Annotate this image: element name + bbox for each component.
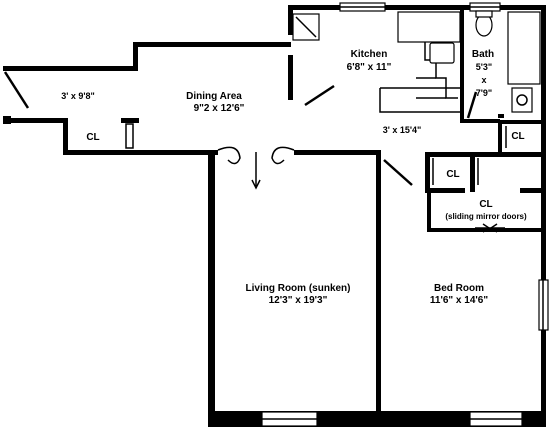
hall-size: 3' x 15'4" [383, 125, 422, 135]
bath-dim2: 7'9" [476, 88, 492, 98]
dining-name: Dining Area [186, 91, 242, 102]
walls [3, 5, 546, 427]
entry-hall-size: 3' x 9'8" [61, 91, 95, 101]
doors [3, 71, 507, 186]
kitchen-name: Kitchen [351, 49, 388, 60]
room-labels: Kitchen 6'8" x 11" Bath 5'3" x 7'9" Dini… [61, 49, 527, 306]
dining-size: 9"2 x 12'6" [194, 103, 245, 114]
closet-entry: CL [86, 132, 99, 143]
bath-dim1: 5'3" [476, 62, 492, 72]
windows [261, 2, 549, 427]
living-name: Living Room (sunken) [246, 283, 351, 294]
bedroom-name: Bed Room [434, 283, 484, 294]
bath-times: x [481, 75, 486, 85]
closet-hall: CL [511, 131, 524, 142]
fixtures [217, 10, 541, 233]
kitchen-size: 6'8" x 11" [347, 62, 392, 73]
closet-bedroom-large: CL [479, 199, 492, 210]
closet-bedroom-small: CL [446, 169, 459, 180]
living-size: 12'3" x 19'3" [269, 295, 328, 306]
closet-bedroom-large-note: (sliding mirror doors) [445, 212, 527, 221]
bedroom-size: 11'6" x 14'6" [430, 295, 488, 306]
bath-name: Bath [472, 49, 494, 60]
